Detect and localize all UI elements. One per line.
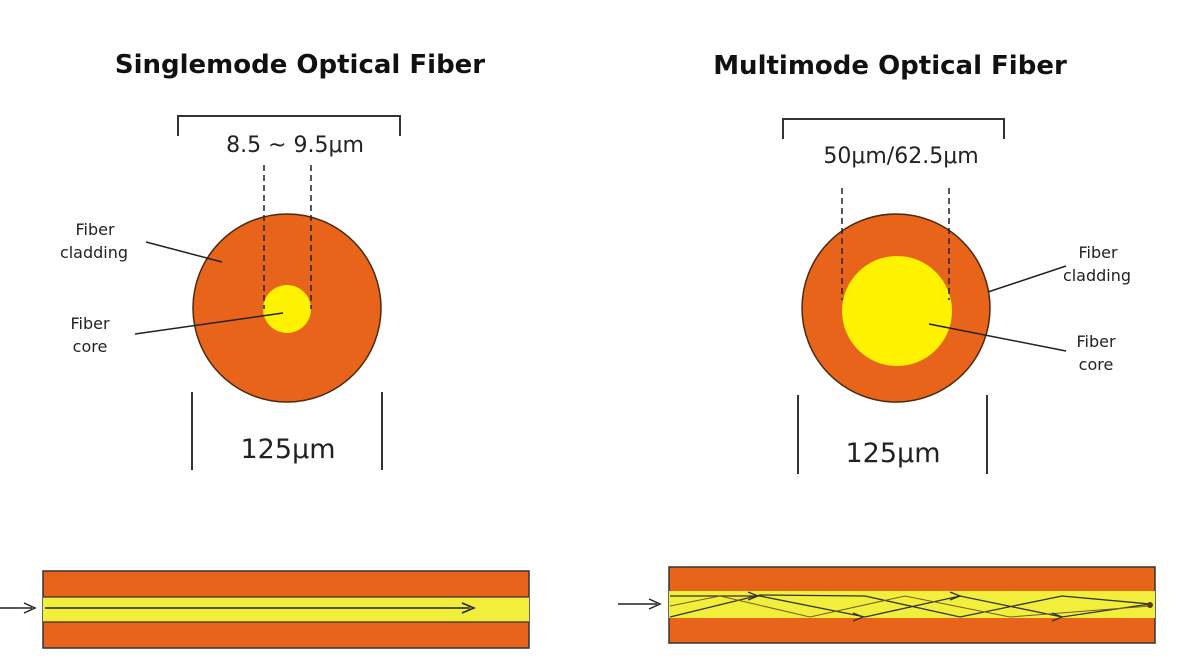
multimode-light-ray-2 xyxy=(669,594,1151,618)
multimode-cladding-label-line1: Fiber xyxy=(1078,243,1117,262)
singlemode-cladding-label-line1: Fiber xyxy=(75,220,114,239)
multimode-cladding-label-line2: cladding xyxy=(1063,266,1131,285)
multimode-core-leader xyxy=(928,323,1067,352)
multimode-core-dimension-bracket xyxy=(782,118,1005,139)
multimode-longitudinal-fiber xyxy=(618,566,1156,644)
multimode-ray-endpoint xyxy=(1147,602,1153,608)
multimode-core-circle xyxy=(842,256,952,366)
multimode-ray-arrowhead-1 xyxy=(747,591,760,601)
multimode-core-label-line1: Fiber xyxy=(1076,332,1115,351)
singlemode-core-diameter: 8.5 ~ 9.5μm xyxy=(226,133,364,158)
singlemode-long-core xyxy=(43,597,529,622)
singlemode-input-arrow-icon xyxy=(23,602,37,614)
multimode-ray-arrowhead-3 xyxy=(949,591,962,601)
singlemode-core-label-line2: core xyxy=(73,337,108,356)
singlemode-section: Singlemode Optical Fiber 8.5 ~ 9.5μm Fib… xyxy=(0,50,530,649)
multimode-core-diameter: 50μm/62.5μm xyxy=(823,144,978,169)
singlemode-core-label-line1: Fiber xyxy=(70,314,109,333)
singlemode-core-circle xyxy=(263,285,311,333)
singlemode-cladding-label-line2: cladding xyxy=(60,243,128,262)
multimode-title: Multimode Optical Fiber xyxy=(713,51,1067,81)
singlemode-cladding-leader xyxy=(145,241,223,263)
singlemode-longitudinal-fiber xyxy=(0,570,530,649)
singlemode-core-dimension-bracket xyxy=(177,115,401,136)
multimode-cladding-leader xyxy=(987,265,1067,293)
multimode-light-ray-3 xyxy=(669,595,1151,618)
multimode-core-label-line2: core xyxy=(1079,355,1114,374)
singlemode-cladding-diameter: 125μm xyxy=(240,434,335,465)
multimode-input-arrow-icon xyxy=(648,598,662,610)
singlemode-core-leader xyxy=(134,312,284,335)
singlemode-title: Singlemode Optical Fiber xyxy=(115,50,485,80)
multimode-cladding-diameter: 125μm xyxy=(845,438,940,469)
multimode-section: Multimode Optical Fiber 50μm/62.5μm Fibe… xyxy=(618,51,1156,644)
multimode-ray-arrowhead-2 xyxy=(852,612,865,622)
multimode-ray-arrowhead-4 xyxy=(1051,612,1064,622)
singlemode-ray-arrowhead xyxy=(461,602,476,614)
